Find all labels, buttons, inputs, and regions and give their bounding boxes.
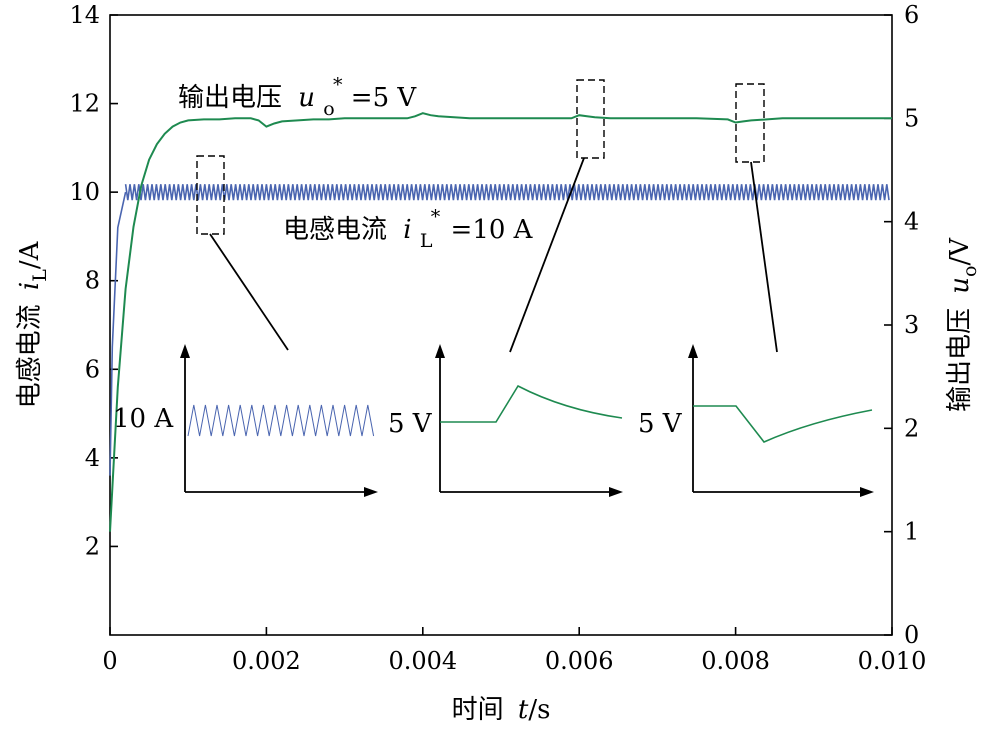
right-tick-label: 2 (904, 414, 919, 442)
inductor-current-series (109, 184, 890, 476)
inset-voltage-wave-1 (440, 384, 623, 423)
zoom-connector-2 (509, 157, 585, 353)
voltage-annotation: 输出电压 u o * =5 V (178, 68, 417, 122)
x-tick-label: 0.010 (858, 647, 927, 675)
right-tick-label: 0 (904, 621, 919, 649)
inset-current-wave (187, 404, 375, 437)
right-tick-label: 3 (904, 311, 919, 339)
x-axis-title: 时间 t/s (452, 695, 551, 725)
left-tick-label: 8 (85, 267, 100, 295)
left-tick-label: 6 (85, 355, 100, 383)
left-tick-label: 2 (85, 532, 100, 560)
inset-label-voltage-1: 5 V (388, 409, 433, 439)
zoom-box-voltage-1 (576, 79, 605, 159)
zoom-connector-3 (750, 161, 778, 353)
x-axis-ticks: 0 0.002 0.004 0.006 0.008 0.010 (102, 627, 926, 675)
x-tick-label: 0.002 (232, 647, 301, 675)
right-tick-label: 4 (904, 208, 919, 236)
zoom-box-voltage-2 (735, 83, 765, 163)
right-axis-ticks: 0 1 2 3 4 5 6 (884, 1, 919, 649)
x-tick-label: 0.004 (388, 647, 457, 675)
right-tick-label: 1 (904, 518, 919, 546)
left-axis-title: 电感电流 iL/A (15, 240, 51, 408)
inset-label-current: 10 A (113, 404, 174, 434)
inset-voltage-wave-2 (693, 405, 873, 443)
left-tick-label: 4 (85, 444, 100, 472)
current-ripple-band (124, 184, 890, 201)
inset-current: 10 A (113, 344, 378, 497)
left-tick-label: 10 (69, 178, 100, 206)
zoom-box-current (196, 155, 225, 235)
x-tick-label: 0 (102, 647, 117, 675)
right-tick-label: 6 (904, 1, 919, 29)
left-tick-label: 12 (69, 90, 100, 118)
zoom-connector-1 (209, 233, 289, 351)
inset-voltage-1: 5 V (388, 344, 623, 497)
left-axis-ticks: 2 4 6 8 10 12 14 (69, 1, 118, 560)
output-voltage-series (109, 112, 892, 532)
current-annotation: 电感电流 i L * =10 A (283, 200, 534, 254)
left-tick-label: 14 (69, 1, 100, 29)
x-tick-label: 0.008 (701, 647, 770, 675)
right-tick-label: 5 (904, 104, 919, 132)
right-axis-title: 输出电压 uo/V (945, 237, 981, 412)
x-tick-label: 0.006 (545, 647, 614, 675)
current-rise (109, 191, 127, 476)
inset-label-voltage-2: 5 V (638, 409, 683, 439)
inset-voltage-2: 5 V (638, 344, 874, 497)
